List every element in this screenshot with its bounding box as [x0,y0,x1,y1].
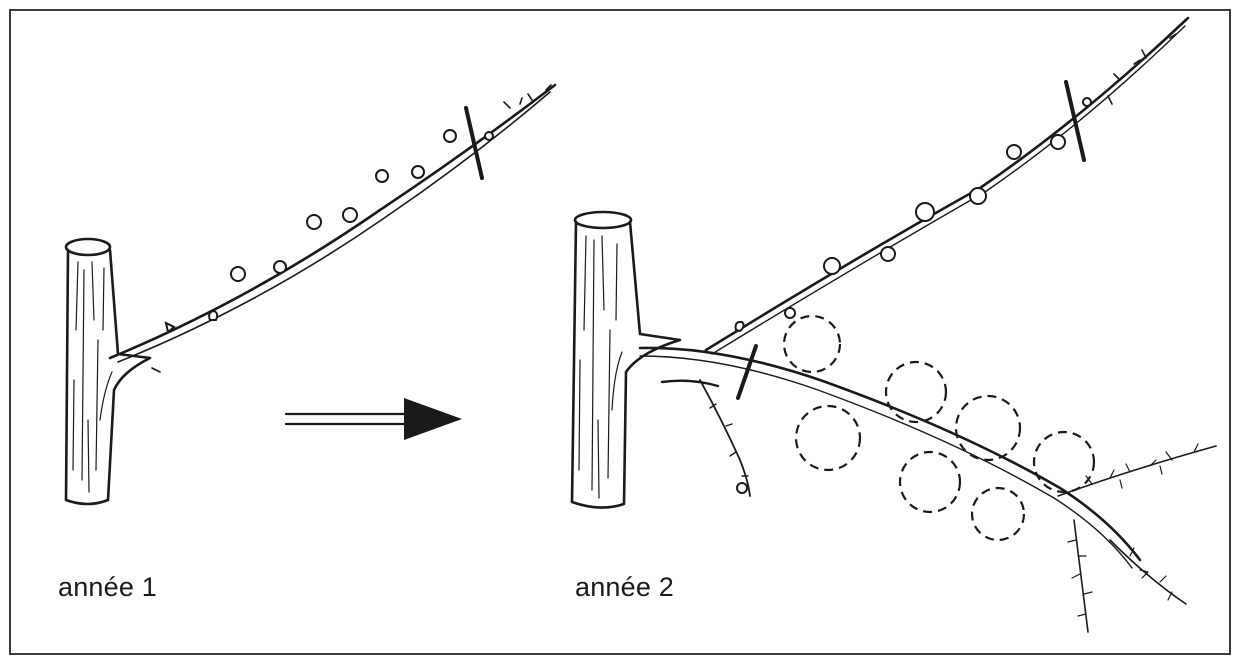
panel-year-2 [572,18,1216,632]
buds-upper-shoot [736,34,1176,331]
caption-year-2: année 2 [575,572,674,603]
panel-year-1 [66,85,555,504]
trunk-stump-year-1 [66,239,150,504]
lateral-growth-right [1058,444,1216,632]
trunk-stump-year-2 [572,212,680,508]
cut-mark-lower-cane [738,346,756,398]
fruiting-cane-year-2 [640,348,1140,568]
cut-mark-year-1 [466,108,482,178]
caption-year-1: année 1 [58,572,157,603]
double-arrow-icon [286,398,462,440]
shoot-year-1 [110,85,555,362]
upper-shoot-year-2 [706,18,1188,354]
